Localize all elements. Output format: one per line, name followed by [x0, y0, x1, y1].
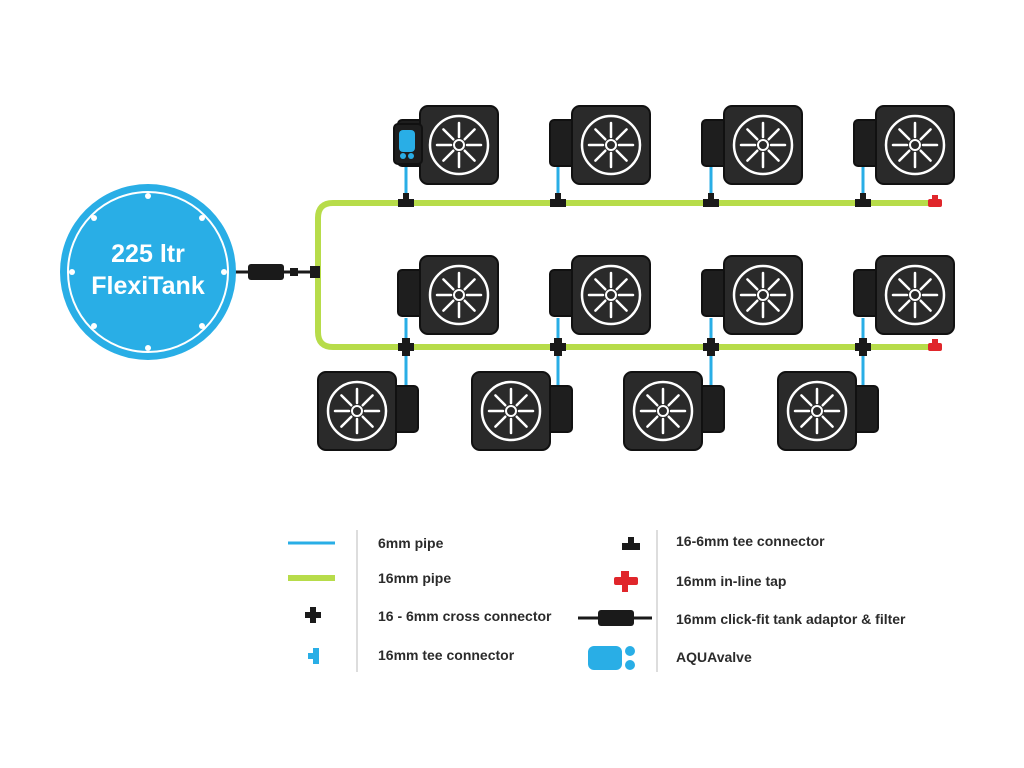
tee-connector-16-6mm-icon — [622, 537, 640, 550]
pot — [852, 104, 956, 186]
tee-connector-16-6mm-icon — [550, 193, 566, 207]
pot — [700, 254, 804, 336]
pot — [622, 370, 726, 452]
tee-connectors-upper — [398, 193, 871, 207]
inline-tap-icon — [614, 571, 638, 592]
pot — [548, 104, 652, 186]
inline-taps — [928, 195, 942, 351]
inline-tap-icon — [928, 339, 942, 351]
tee-connector-16-6mm-icon — [855, 193, 871, 207]
cross-connector-icon — [855, 338, 871, 356]
legend-label: 16mm in-line tap — [676, 573, 786, 589]
flexitank: 225 ltr FlexiTank — [60, 184, 236, 360]
legend-label: 16mm tee connector — [378, 647, 515, 663]
pot — [548, 254, 652, 336]
tank-label-capacity: 225 ltr — [111, 240, 185, 268]
tank-label-name: FlexiTank — [91, 272, 205, 300]
legend: 6mm pipe 16mm pipe 16 - 6mm cross connec… — [288, 530, 906, 672]
legend-label: AQUAvalve — [676, 649, 752, 665]
tank-outlet — [232, 264, 320, 280]
tee-connector-16mm-icon — [310, 266, 320, 278]
legend-label: 16 - 6mm cross connector — [378, 608, 552, 624]
cross-connector-icon — [703, 338, 719, 356]
aquavalve-icon — [588, 646, 635, 670]
inline-tap-icon — [928, 195, 942, 207]
cross-connector-icon — [305, 607, 321, 623]
pipe-16mm-lower — [315, 269, 933, 350]
tee-connector-16-6mm-icon — [398, 193, 414, 207]
cross-connector-icon — [398, 338, 414, 356]
legend-label: 16mm pipe — [378, 570, 451, 586]
legend-label: 16mm click-fit tank adaptor & filter — [676, 611, 906, 627]
pot — [852, 254, 956, 336]
pot-row-middle — [396, 254, 956, 336]
tank-adaptor-filter-icon — [248, 264, 284, 280]
pot — [316, 370, 420, 452]
cross-connectors-lower — [398, 338, 871, 356]
pot-row-bottom — [316, 370, 880, 452]
tee-connector-16-6mm-icon — [703, 193, 719, 207]
pot — [396, 254, 500, 336]
tee-connector-16mm-icon — [308, 648, 319, 664]
pot-row-top — [396, 104, 956, 186]
pot — [700, 104, 804, 186]
aquavalve-icon — [393, 123, 423, 165]
pipe-16mm-upper — [315, 200, 933, 275]
main-lines-16mm — [315, 200, 933, 350]
legend-label: 16-6mm tee connector — [676, 533, 825, 549]
cross-connector-icon — [550, 338, 566, 356]
tank-adaptor-filter-icon — [578, 610, 652, 626]
legend-label: 6mm pipe — [378, 535, 444, 551]
